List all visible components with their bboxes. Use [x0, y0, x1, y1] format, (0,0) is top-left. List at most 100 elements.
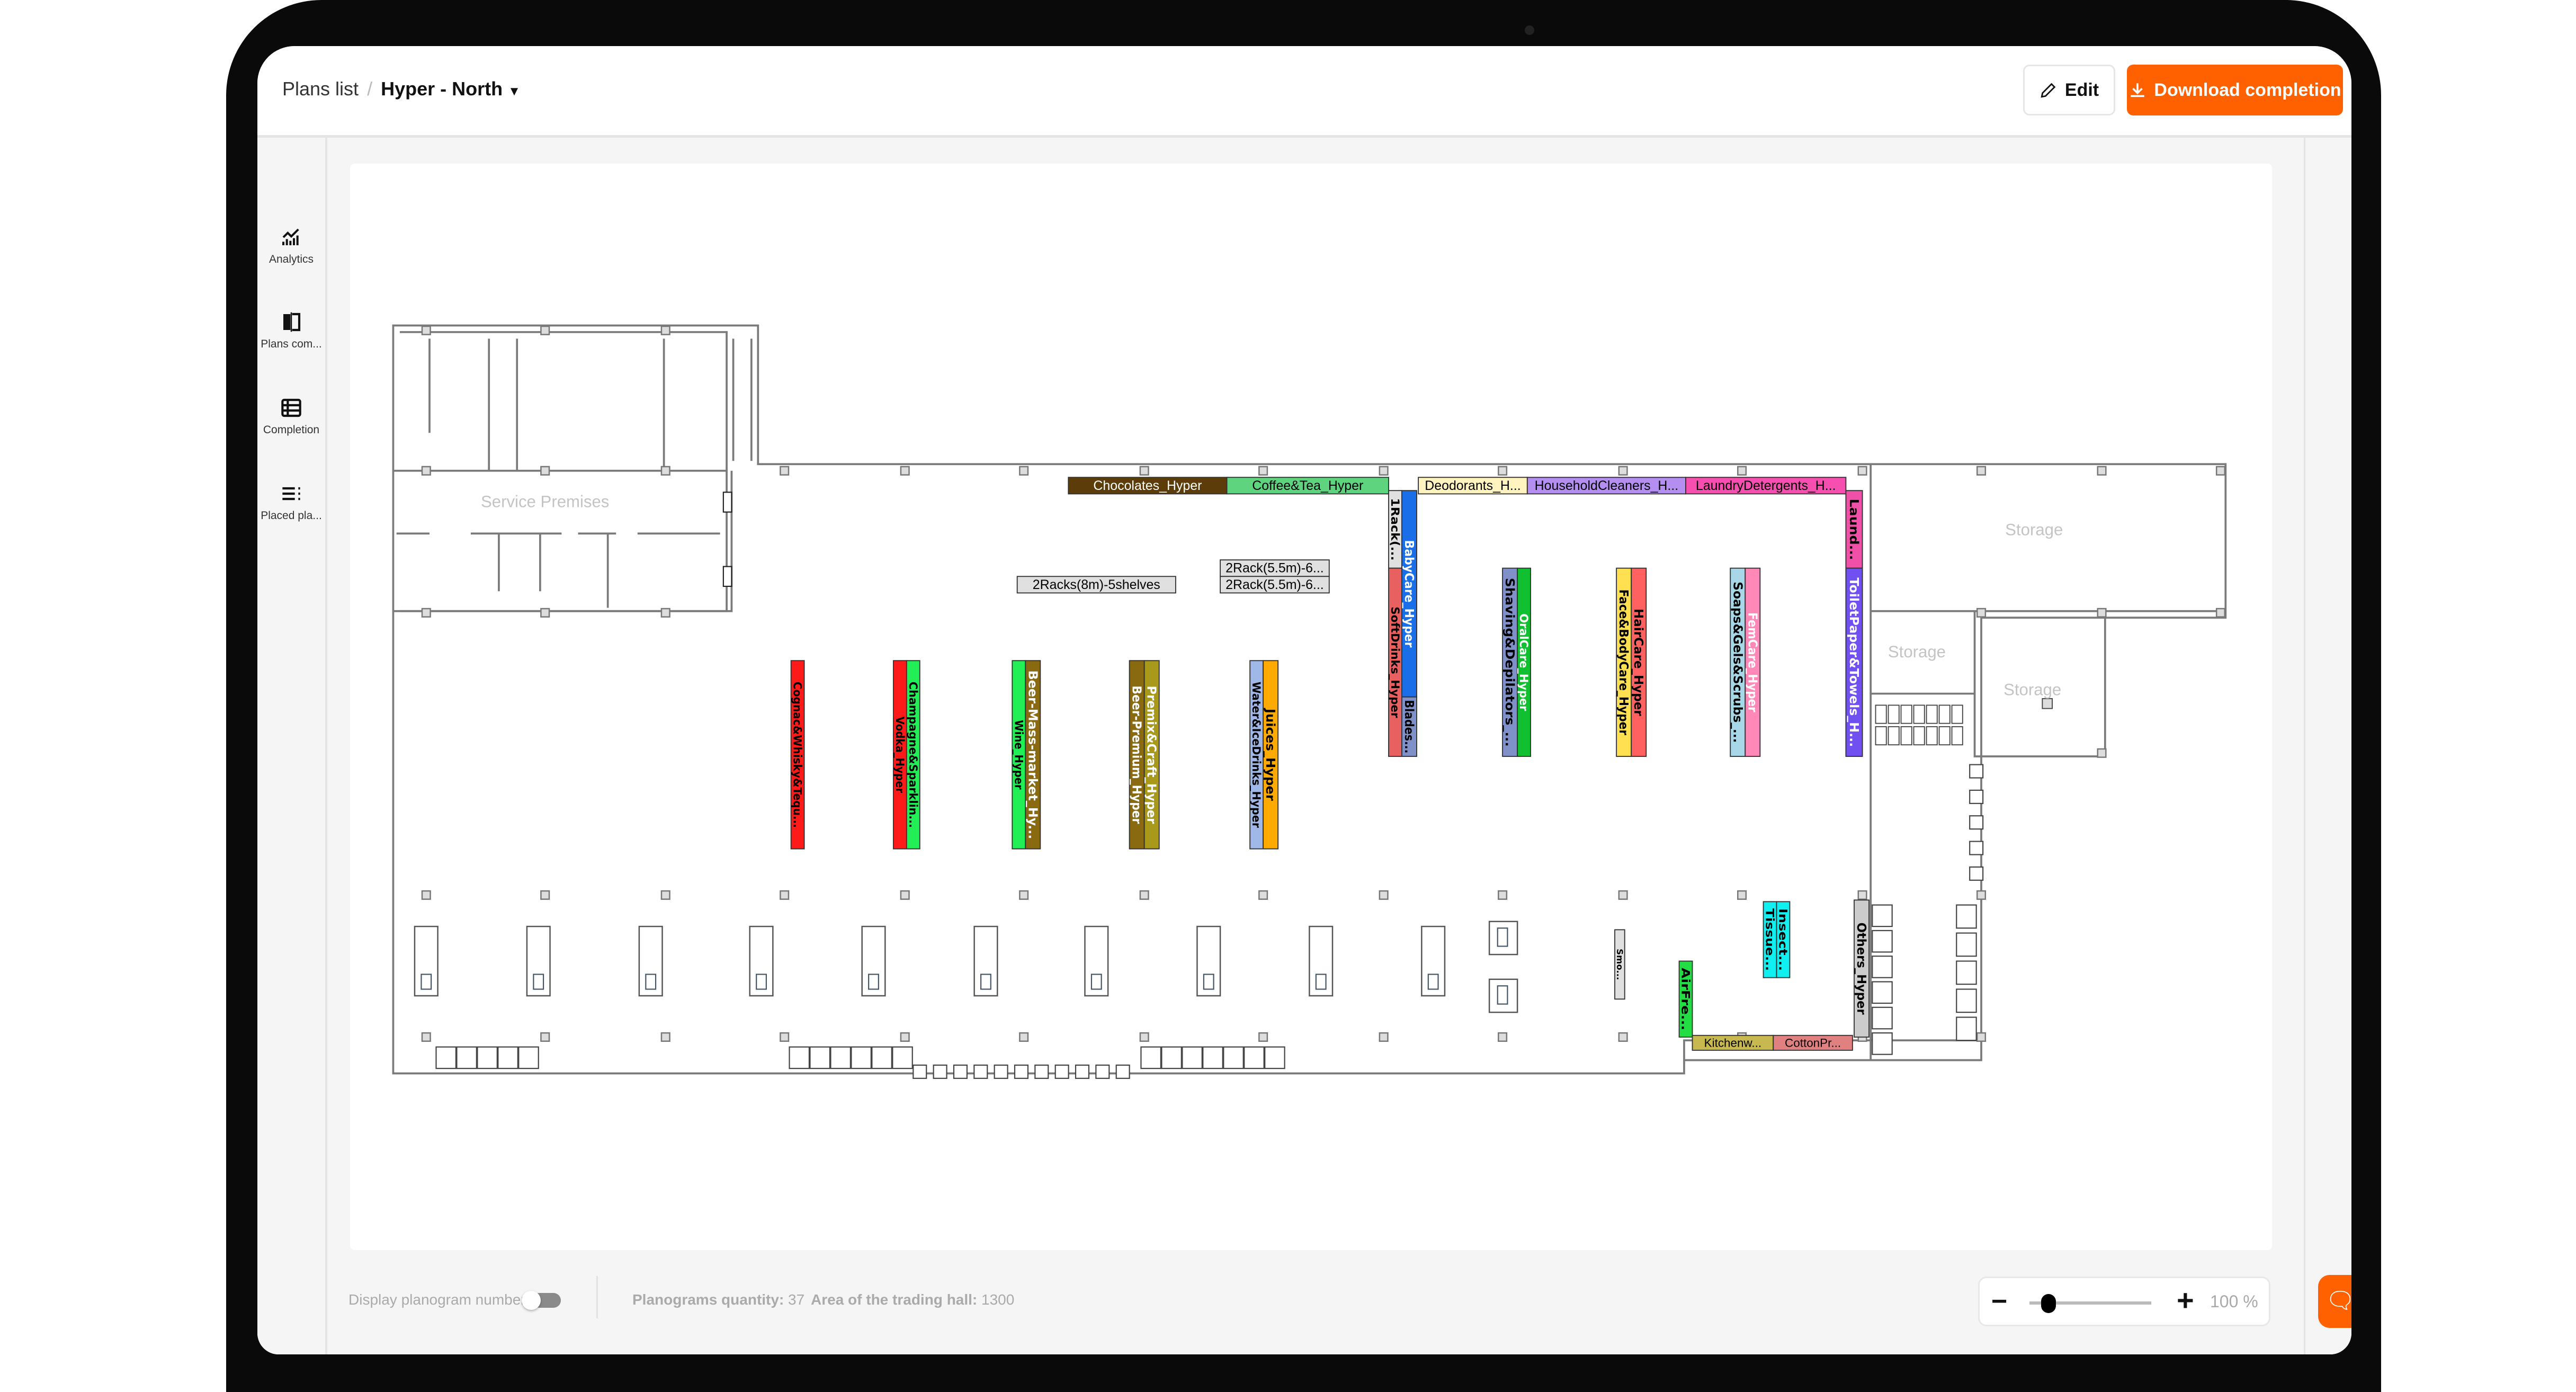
- zoom-slider[interactable]: [2029, 1301, 2151, 1305]
- planogram-shelf[interactable]: BabyCare_Hyper: [1401, 490, 1417, 698]
- planogram-shelf[interactable]: Blades...: [1401, 696, 1417, 757]
- plan-selector[interactable]: Hyper - North ▼: [381, 78, 521, 100]
- planogram-shelf[interactable]: LaundryDetergents_H...: [1685, 477, 1847, 495]
- planogram-shelf[interactable]: Deodorants_H...: [1418, 477, 1528, 495]
- planogram-shelf[interactable]: Face&BodyCare_Hyper: [1616, 567, 1632, 757]
- planogram-shelf[interactable]: Laund...: [1845, 490, 1863, 569]
- planogram-shelf[interactable]: 2Rack(5.5m)-6...: [1220, 559, 1330, 577]
- shelf-rect: [790, 660, 805, 850]
- sidebar-item-plans-compare[interactable]: Plans com...: [257, 311, 325, 351]
- cash-register-icon: [533, 974, 544, 990]
- turnstile: [1014, 1064, 1029, 1079]
- shelf-label: Shaving&Depilators_...: [1502, 578, 1517, 747]
- planogram-shelf[interactable]: Water&IceDrinks_Hyper: [1249, 660, 1264, 850]
- entrance-box: [477, 1046, 498, 1069]
- shelf-label: Vodka_Hyper: [893, 717, 907, 793]
- planogram-shelf[interactable]: Soaps&Gels&Scrubs_...: [1730, 567, 1746, 757]
- shelf-label: Premix&Craft_Hyper: [1144, 685, 1159, 824]
- column: [1976, 608, 1987, 618]
- planogram-shelf[interactable]: Coffee&Tea_Hyper: [1226, 477, 1389, 495]
- sidebar-item-placed-planograms[interactable]: Placed pla...: [257, 483, 325, 522]
- checkout-desk: [1421, 925, 1446, 997]
- planogram-shelf[interactable]: 2Racks(8m)-5shelves: [1016, 576, 1176, 594]
- checkout-counter: [1421, 925, 1446, 997]
- shelf-rect: [1129, 660, 1145, 850]
- planogram-shelf[interactable]: Champagne&Sparklin...: [906, 660, 920, 850]
- planogram-shelf[interactable]: Juices_Hyper: [1263, 660, 1279, 850]
- planogram-shelf[interactable]: Kitchenw...: [1692, 1034, 1774, 1051]
- room-label: Service Premises: [481, 492, 609, 511]
- checkout-desk: [1084, 925, 1109, 997]
- display-planogram-number-toggle[interactable]: [522, 1291, 561, 1310]
- pallet-box: [1888, 704, 1900, 724]
- planogram-shelf[interactable]: Tissue...: [1763, 901, 1777, 978]
- planogram-shelf[interactable]: Wine_Hyper: [1012, 660, 1026, 850]
- planogram-shelf[interactable]: Vodka_Hyper: [892, 660, 907, 850]
- shelf-rect: [1614, 929, 1625, 1000]
- zoom-in-button[interactable]: +: [2177, 1283, 2194, 1317]
- planogram-shelf[interactable]: SoftDrinks_Hyper: [1388, 567, 1402, 757]
- checkout-desk: [414, 925, 439, 997]
- checkout-desk: [973, 925, 998, 997]
- column: [1139, 890, 1149, 900]
- planogram-shelf[interactable]: Others_Hyper: [1854, 899, 1870, 1038]
- shelf-label: HairCare_Hyper: [1631, 609, 1646, 716]
- shelf-label: Cognac&Whisky&Tequ...: [791, 682, 804, 828]
- planogram-shelf[interactable]: 2Rack(5.5m)-6...: [1220, 576, 1330, 594]
- planogram-shelf[interactable]: CottonPr...: [1773, 1034, 1853, 1051]
- list-icon: [282, 487, 300, 501]
- planogram-shelf[interactable]: HairCare_Hyper: [1631, 567, 1647, 757]
- breadcrumb-separator: /: [367, 78, 373, 100]
- shelf-rect: [1226, 477, 1389, 495]
- zoom-slider-handle[interactable]: [2041, 1294, 2056, 1313]
- shelf-label: Blades...: [1402, 700, 1417, 753]
- room-label: Storage: [1888, 643, 1946, 661]
- column: [540, 325, 550, 335]
- planogram-shelf[interactable]: Premix&Craft_Hyper: [1143, 660, 1160, 850]
- planogram-shelf[interactable]: Beer-Premium_Hyper: [1129, 660, 1145, 850]
- shelf-rect: [1220, 559, 1330, 577]
- turnstile: [1115, 1064, 1130, 1079]
- planogram-shelf[interactable]: ToiletPaper&Towels_H...: [1845, 567, 1863, 757]
- shelf-rect: [906, 660, 920, 850]
- turnstile: [1969, 841, 1984, 855]
- zoom-out-button[interactable]: −: [1991, 1286, 2008, 1317]
- edit-button[interactable]: Edit: [2023, 65, 2115, 115]
- planogram-shelf[interactable]: Beer-Mass-market_Hy...: [1025, 660, 1041, 850]
- turnstile: [1969, 789, 1984, 804]
- entrance-box: [1264, 1046, 1285, 1069]
- column: [1379, 890, 1389, 900]
- planogram-shelf[interactable]: FemCare_Hyper: [1745, 567, 1761, 757]
- column: [2097, 466, 2107, 476]
- pallet-box: [1951, 726, 1963, 746]
- download-completion-button[interactable]: Download completion: [2127, 65, 2343, 115]
- column: [540, 890, 550, 900]
- planogram-shelf[interactable]: Shaving&Depilators_...: [1502, 567, 1518, 757]
- column: [421, 890, 431, 900]
- pallet-box: [1875, 726, 1887, 746]
- checkout-counter: [526, 925, 551, 997]
- atm-box: [1488, 978, 1518, 1013]
- sidebar-item-completion[interactable]: Completion: [257, 397, 325, 436]
- shelf-rect: [1631, 567, 1647, 757]
- floorplan[interactable]: Service PremisesStorageStorageStorageCho…: [350, 164, 2272, 1250]
- planogram-shelf[interactable]: Chocolates_Hyper: [1068, 477, 1228, 495]
- chat-button[interactable]: 🗨: [2318, 1275, 2351, 1328]
- checkout-counter: [638, 925, 663, 997]
- turnstile: [933, 1064, 947, 1079]
- shelf-rect: [1692, 1034, 1774, 1051]
- turnstile: [1075, 1064, 1090, 1079]
- planogram-shelf[interactable]: Smo...: [1614, 929, 1625, 1000]
- column: [1379, 466, 1389, 476]
- sidebar-item-analytics[interactable]: Analytics: [257, 227, 325, 266]
- planogram-shelf[interactable]: Cognac&Whisky&Tequ...: [790, 660, 805, 850]
- planogram-shelf[interactable]: AirFre...: [1678, 960, 1693, 1038]
- column: [1618, 890, 1628, 900]
- planogram-shelf[interactable]: HouseholdCleaners_H...: [1526, 477, 1686, 495]
- planogram-shelf[interactable]: 1Rack(...: [1388, 490, 1402, 569]
- planogram-shelf[interactable]: OralCare_Hyper: [1517, 567, 1531, 757]
- zoom-percent: 100 %: [2210, 1292, 2258, 1311]
- breadcrumb-plans-list[interactable]: Plans list: [282, 78, 359, 100]
- planogram-shelf[interactable]: Insect...: [1776, 901, 1791, 978]
